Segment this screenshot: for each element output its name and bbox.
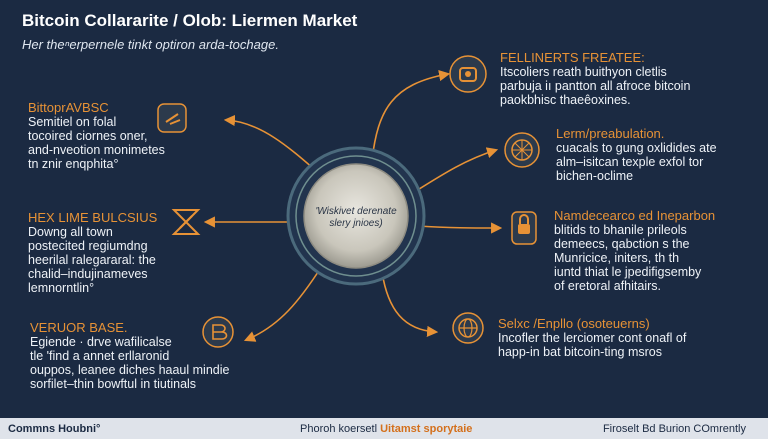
- block-heading: Lerm/preabulation.: [556, 126, 665, 141]
- block-mid-right: Lerm/preabulation. cuacals to gung oxlid…: [556, 126, 717, 183]
- block-line: postecited regiumdng: [28, 239, 148, 253]
- footer-mid-prefix: Phoroh koersetl: [300, 423, 381, 435]
- block-lower-right: Namdecearco ed Ineparbon blitids to bhan…: [554, 208, 715, 293]
- footer-mid: Phoroh koersetl Uitamst sporytaie: [300, 423, 472, 435]
- footer-right: Firoselt Bd Burion COmrently: [602, 423, 746, 435]
- block-line: chalid–indujinameves: [28, 267, 148, 281]
- block-bottom-right: Selxc /Enpllo (osoteuerns) Incofler the …: [498, 316, 686, 359]
- block-line: Semitiel on folal: [28, 115, 117, 129]
- padlock-icon: [511, 211, 537, 245]
- page-subtitle: Her theⁿerpernele tinkt optiron arda-toc…: [22, 37, 279, 52]
- block-line: iuntd thiat le jpedifigsemby: [554, 265, 702, 279]
- block-line: happ-in bat bitcoin-ting msros: [498, 345, 662, 359]
- block-line: and-nveotion monimetes: [28, 143, 165, 157]
- block-line: Downg all town: [28, 225, 113, 239]
- block-heading: HEX LIME BULCSIUS: [28, 210, 158, 225]
- hourglass-icon: [171, 209, 201, 235]
- block-line: demeecs, qabction s the: [554, 237, 690, 251]
- network-globe-icon: [504, 132, 540, 168]
- block-line: Incofler the lerciomer cont onafl of: [498, 331, 687, 345]
- block-heading: Selxc /Enpllo (osoteuerns): [498, 316, 650, 331]
- block-mid-left: HEX LIME BULCSIUS Downg all town posteci…: [28, 210, 157, 295]
- block-line: alm–isitcan texple exfol tor: [556, 155, 704, 169]
- block-heading: FELLINERTS FREATEE:: [500, 50, 645, 65]
- center-label-line: slery jnioes): [329, 218, 383, 229]
- block-line: lemnorntlin°: [28, 281, 95, 295]
- center-label-line: 'Wiskivet derenate: [315, 206, 397, 217]
- block-line: blitids to bhanile prileols: [554, 223, 687, 237]
- block-top-left: BittoprAVBSC Semitiel on folal tocoired …: [28, 100, 165, 171]
- footer-bar: Commns Houbni° Phoroh koersetl Uitamst s…: [0, 418, 768, 439]
- connector-top-right: [371, 70, 451, 161]
- block-line: ouppos, leanee diches haaul mindie: [30, 363, 230, 377]
- footer-left: Commns Houbni°: [8, 423, 101, 435]
- block-line: paokbhisc thaeêoxines.: [500, 93, 631, 107]
- block-line: Munricice, initers, th th: [554, 251, 680, 265]
- center-hub: [286, 146, 426, 286]
- footer-mid-highlight: Uitamst sporytaie: [380, 423, 473, 435]
- block-line: tle 'find a annet erllaronid: [30, 349, 170, 363]
- connector-mid-right: [407, 147, 499, 197]
- globe-icon: [452, 312, 484, 344]
- page-title: Bitcoin Collararite / Olob: Liermen Mark…: [22, 11, 358, 30]
- block-heading: Namdecearco ed Ineparbon: [554, 208, 716, 223]
- lock-icon: [449, 55, 487, 93]
- bitcoin-coin-icon: [303, 163, 409, 269]
- connector-bottom-left: [243, 265, 323, 342]
- block-bottom-left: VERUOR BASE. Egiende · drve wafilicalse …: [30, 320, 229, 391]
- block-line: sorfilet–thin bowftul in tiutinals: [30, 377, 197, 391]
- block-line: heerilal ralegararal: the: [28, 253, 156, 267]
- wallet-icon: [157, 103, 187, 133]
- connector-lower-right: [417, 222, 503, 234]
- bitcoin-small-icon: [202, 316, 234, 348]
- center-label: 'Wiskivet derenate slery jnioes): [304, 206, 408, 230]
- block-line: cuacals to gung oxlidides ate: [556, 141, 717, 155]
- block-line: of eretoral afhitairs.: [554, 279, 661, 293]
- block-heading: BittoprAVBSC: [28, 100, 109, 115]
- block-top-right: FELLINERTS FREATEE: Itscoliers reath bui…: [500, 50, 690, 107]
- block-heading: VERUOR BASE.: [30, 320, 128, 335]
- block-line: tn znir enqphita°: [28, 157, 119, 171]
- block-line: bichen-oclime: [556, 169, 634, 183]
- block-line: tocoired ciornes oner,: [28, 129, 148, 143]
- block-line: Egiende · drve wafilicalse: [30, 335, 172, 349]
- block-line: Itscoliers reath buithyon cletlis: [500, 65, 667, 79]
- connector-bottom-right: [381, 271, 439, 338]
- block-line: parbuja iı pantton all afroce bitcoin: [500, 79, 691, 93]
